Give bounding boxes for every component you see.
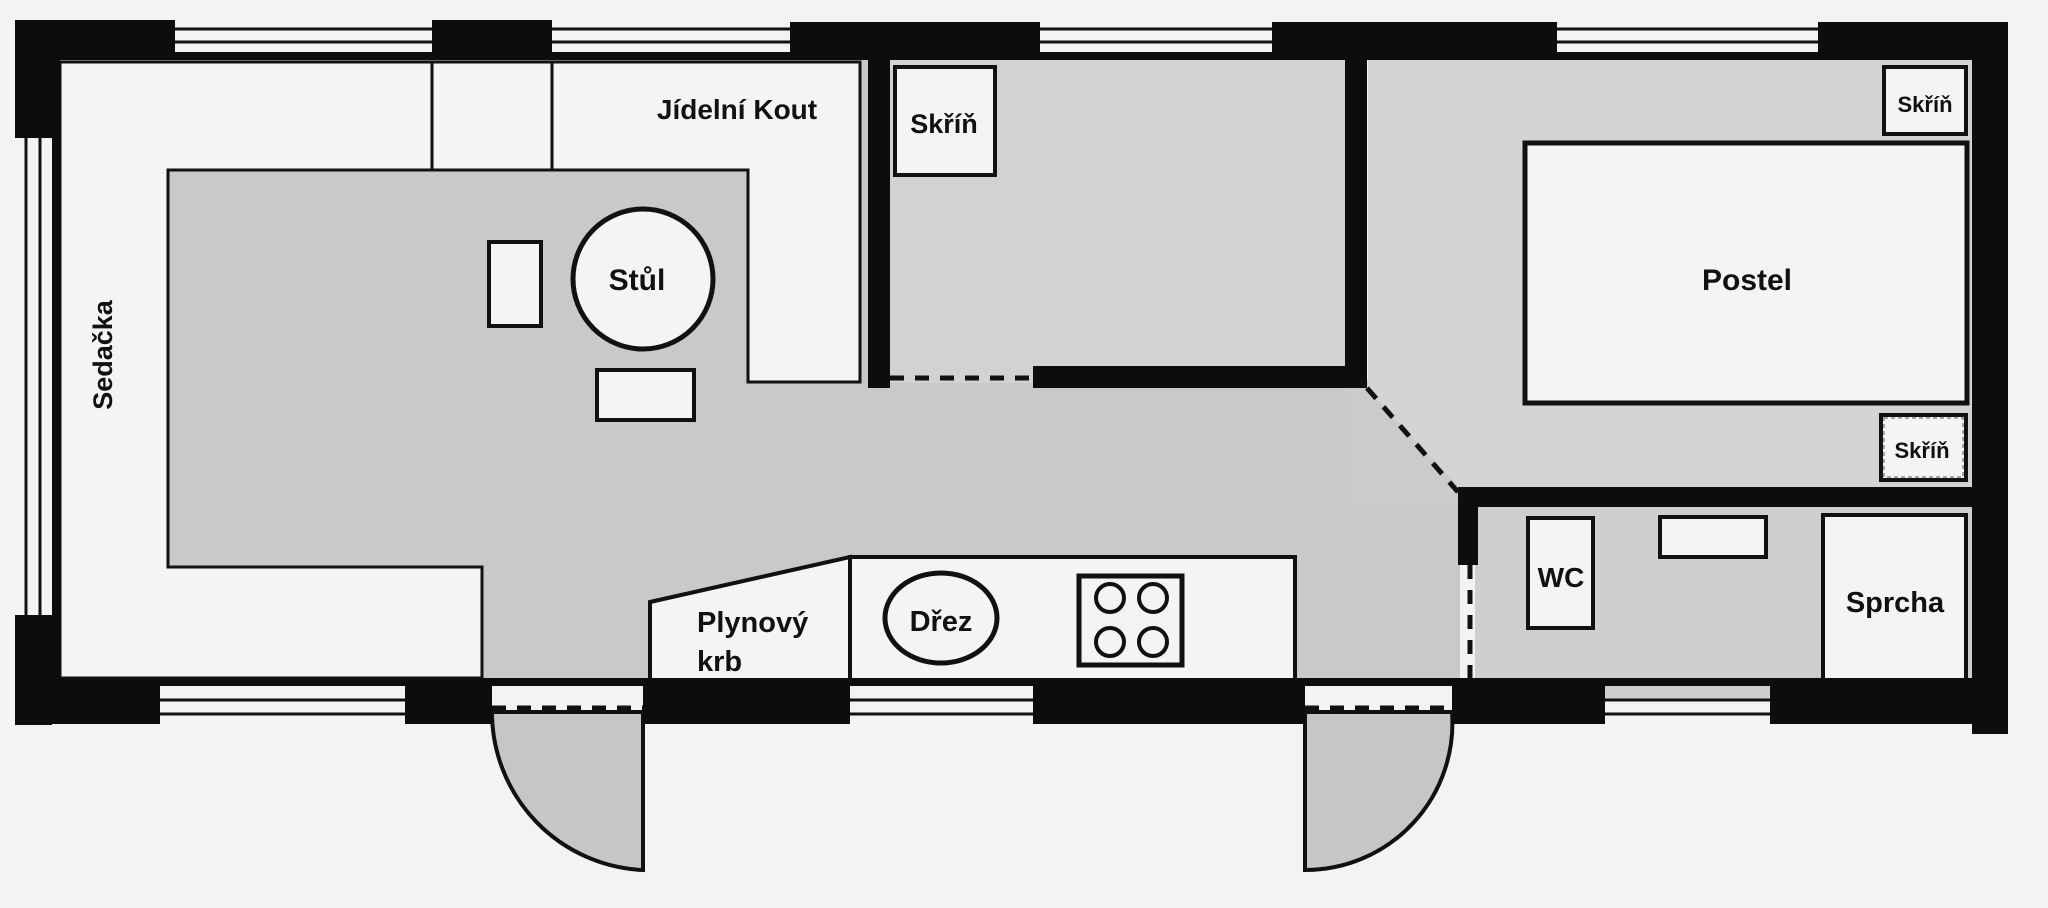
wall-top-seg-2 bbox=[432, 20, 552, 58]
wall-bottom-seg-4 bbox=[1033, 686, 1305, 724]
dining-bench-small bbox=[430, 60, 554, 172]
label-skrin-bottom: Skříň bbox=[1894, 438, 1949, 463]
wall-bottom-seg-5 bbox=[1452, 686, 1605, 724]
wall-top-seg-3 bbox=[790, 22, 1040, 60]
wall-bedroom-left bbox=[1345, 60, 1367, 388]
label-wc: WC bbox=[1538, 562, 1585, 593]
label-sedacka: Sedačka bbox=[88, 299, 118, 410]
windows bbox=[24, 27, 1818, 716]
wall-bottom-seg-3 bbox=[643, 686, 850, 724]
wardrobe-top bbox=[1882, 65, 1968, 136]
label-postel: Postel bbox=[1702, 264, 1792, 297]
wall-hall-left bbox=[868, 60, 890, 388]
stove-cooktop bbox=[1076, 573, 1185, 668]
doors bbox=[489, 710, 1455, 873]
burner-1 bbox=[1094, 582, 1126, 614]
wall-left-top bbox=[15, 20, 52, 138]
wall-right bbox=[1972, 22, 2008, 734]
label-skrin-top: Skříň bbox=[1897, 92, 1952, 117]
wall-bottom-seg-1 bbox=[15, 686, 160, 724]
door-openings bbox=[492, 375, 1473, 711]
dining-bench-l bbox=[550, 60, 862, 384]
wall-bottom-seg-2 bbox=[405, 686, 492, 724]
bedroom-furniture bbox=[1522, 65, 1970, 482]
table-stul bbox=[570, 206, 716, 352]
label-jidelni-kout: Jídelní Kout bbox=[657, 94, 817, 125]
burner-2 bbox=[1137, 582, 1169, 614]
label-drez: Dřez bbox=[910, 606, 973, 638]
wardrobe-hall bbox=[893, 65, 997, 177]
shower-sprcha bbox=[1821, 513, 1968, 690]
sink-drez bbox=[882, 570, 1000, 666]
label-plynovy-krb-line2: krb bbox=[697, 646, 742, 678]
chair-bottom bbox=[595, 368, 696, 422]
wall-bath-top bbox=[1458, 487, 1983, 507]
burner-4 bbox=[1137, 626, 1169, 658]
burner-3 bbox=[1094, 626, 1126, 658]
wall-top-seg-4 bbox=[1272, 22, 1557, 60]
walls bbox=[15, 20, 2008, 734]
wardrobe-bottom bbox=[1879, 413, 1968, 482]
label-skrin-hall: Skříň bbox=[910, 109, 978, 139]
table-group bbox=[487, 206, 716, 422]
label-stul: Stůl bbox=[609, 264, 666, 297]
bed-postel bbox=[1522, 140, 1970, 406]
dining-corner bbox=[430, 60, 862, 384]
chair-left bbox=[487, 240, 543, 328]
floor-doorway-diagonal bbox=[1345, 380, 1460, 505]
door-left-swing bbox=[489, 710, 645, 873]
bath-cabinet bbox=[1658, 515, 1768, 559]
wall-bottom-seg-6 bbox=[1770, 686, 2008, 724]
wardrobe-bottom-inner bbox=[1883, 417, 1964, 478]
toilet-wc bbox=[1526, 516, 1595, 630]
wall-bottom-thin bbox=[52, 678, 1972, 686]
label-sprcha: Sprcha bbox=[1846, 587, 1945, 619]
wall-hall-bottom bbox=[1033, 366, 1358, 388]
wall-left-thin bbox=[52, 52, 60, 692]
wall-bath-left bbox=[1458, 487, 1478, 565]
label-plynovy-krb-line1: Plynový bbox=[697, 607, 808, 639]
door-right-swing bbox=[1303, 710, 1455, 873]
bathroom-furniture bbox=[1526, 513, 1968, 690]
labels: Sedačka Jídelní Kout Stůl Skříň Postel S… bbox=[88, 92, 1953, 678]
